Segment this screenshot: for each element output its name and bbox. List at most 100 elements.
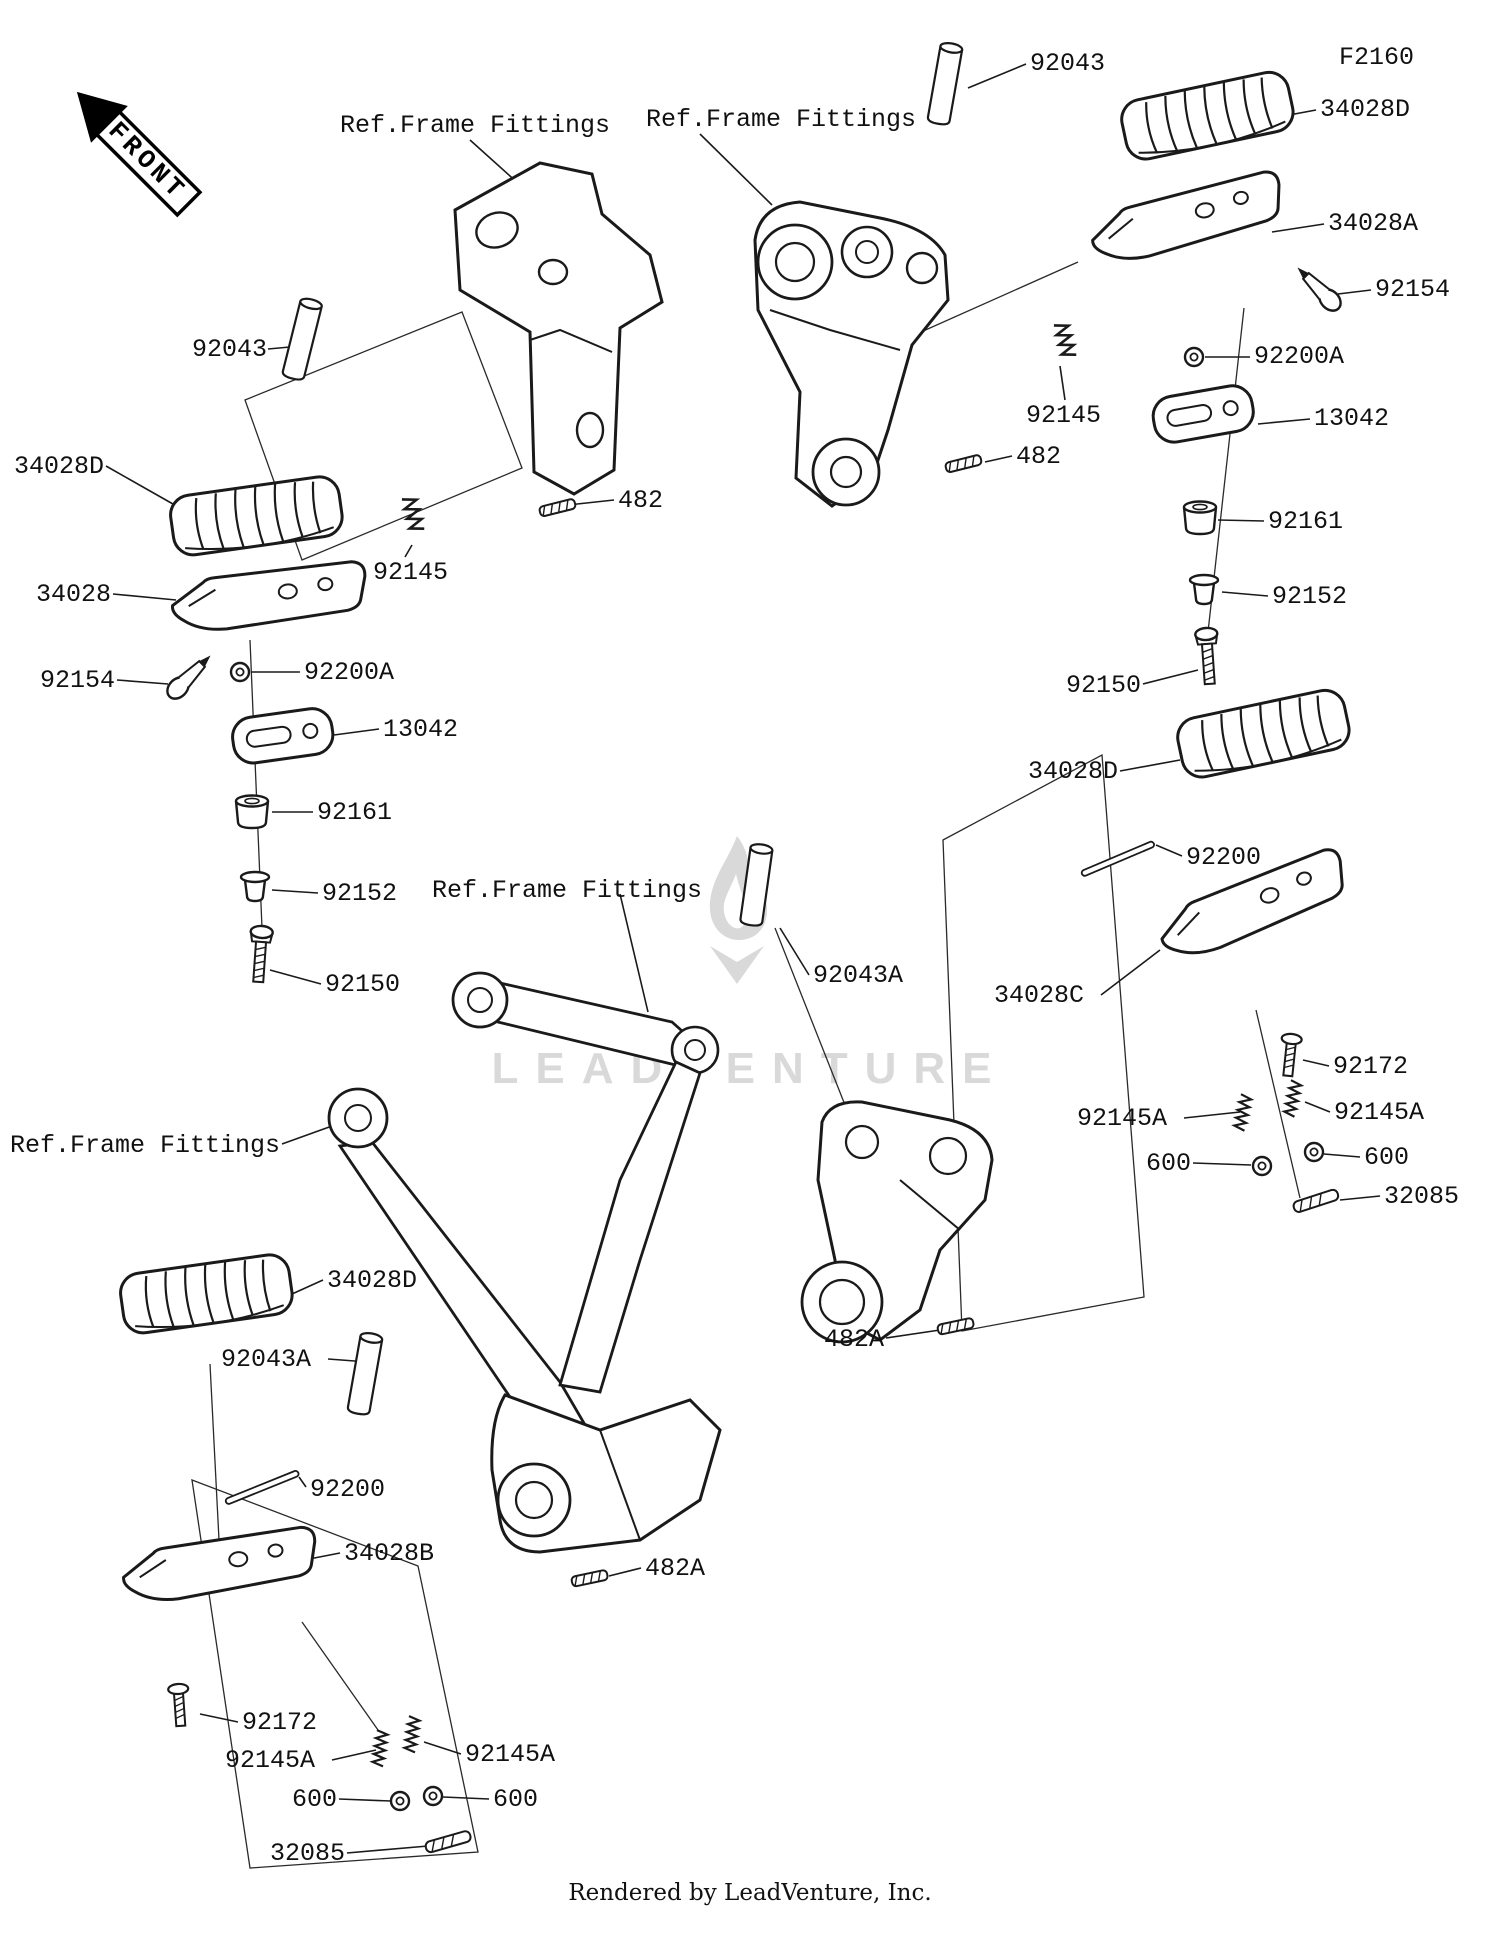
footpeg-rubber-pad-drawing bbox=[116, 1250, 297, 1337]
part-label-32085-lower[interactable]: 32085 bbox=[270, 1839, 346, 1868]
footpeg-pin-drawing bbox=[1291, 1187, 1341, 1215]
footpeg-bracket-drawing bbox=[1084, 167, 1290, 270]
ball-washer-drawing bbox=[422, 1785, 444, 1807]
part-label-34028a[interactable]: 34028A bbox=[1328, 209, 1419, 238]
part-label-34028b[interactable]: 34028B bbox=[344, 1539, 435, 1568]
ball-washer-drawing bbox=[1251, 1155, 1273, 1177]
part-label-92145a-mid[interactable]: 92145A bbox=[1077, 1104, 1168, 1133]
guide-lines bbox=[191, 261, 1301, 1869]
bracket-plate-drawing bbox=[1148, 381, 1258, 447]
mount-bolt-drawing bbox=[246, 924, 275, 984]
leadventure-watermark: LEADVENTURE bbox=[491, 1044, 1009, 1093]
ref-frame-fittings-label-1: Ref.Frame Fittings bbox=[340, 111, 611, 140]
part-label-92154-right[interactable]: 92154 bbox=[1375, 275, 1451, 304]
part-label-92154-left[interactable]: 92154 bbox=[40, 666, 116, 695]
frame-fitting-top-left-drawing bbox=[453, 161, 664, 496]
part-label-34028c[interactable]: 34028C bbox=[994, 981, 1085, 1010]
ref-frame-fittings-label-2: Ref.Frame Fittings bbox=[646, 105, 917, 134]
part-label-92145-right[interactable]: 92145 bbox=[1026, 401, 1102, 430]
part-label-600-right[interactable]: 600 bbox=[1364, 1143, 1410, 1172]
part-label-92200a-right[interactable]: 92200A bbox=[1254, 342, 1345, 371]
footpeg-rubber-pad-drawing bbox=[166, 472, 347, 559]
footpeg-rubber-pad-drawing bbox=[1172, 685, 1355, 783]
rear-right-footpeg-assembly bbox=[1079, 685, 1356, 1215]
bracket-plate-drawing bbox=[228, 704, 337, 768]
detent-spring-drawing bbox=[1282, 1079, 1303, 1118]
part-label-34028d-topright[interactable]: 34028D bbox=[1320, 95, 1411, 124]
part-label-482a-center[interactable]: 482A bbox=[824, 1325, 885, 1354]
part-label-92145a-right[interactable]: 92145A bbox=[1334, 1098, 1425, 1127]
shoulder-bolt-drawing bbox=[1289, 259, 1347, 317]
footpeg-bracket-drawing bbox=[118, 1524, 322, 1607]
ref-frame-fittings-label-4: Ref.Frame Fittings bbox=[10, 1131, 281, 1160]
part-label-92145-left[interactable]: 92145 bbox=[373, 558, 449, 587]
ball-washer-drawing bbox=[389, 1790, 411, 1812]
damper-grommet-drawing bbox=[1182, 500, 1218, 536]
washer-drawing bbox=[1183, 346, 1205, 368]
part-label-482-right[interactable]: 482 bbox=[1016, 442, 1062, 471]
screw-drawing bbox=[1276, 1031, 1304, 1078]
damper-grommet-drawing bbox=[234, 794, 270, 830]
detent-spring-drawing bbox=[371, 1729, 389, 1768]
part-label-92043a-center[interactable]: 92043A bbox=[813, 961, 904, 990]
pivot-pin-drawing bbox=[346, 1330, 385, 1417]
ball-washer-drawing bbox=[1303, 1141, 1325, 1163]
part-label-92200-right[interactable]: 92200 bbox=[1186, 843, 1262, 872]
part-label-34028d-left[interactable]: 34028D bbox=[14, 452, 105, 481]
part-label-92172-lower[interactable]: 92172 bbox=[242, 1708, 318, 1737]
footpeg-pin-drawing bbox=[423, 1829, 473, 1855]
frame-fitting-top-center-drawing bbox=[753, 200, 950, 508]
part-label-34028d-mid[interactable]: 34028D bbox=[1028, 757, 1119, 786]
pivot-pin-drawing bbox=[926, 40, 965, 127]
part-label-92161-left[interactable]: 92161 bbox=[317, 798, 393, 827]
part-label-92043a-lower[interactable]: 92043A bbox=[221, 1345, 312, 1374]
part-label-13042-left[interactable]: 13042 bbox=[383, 715, 459, 744]
part-label-600-lower-left[interactable]: 600 bbox=[292, 1785, 338, 1814]
rear-left-footpeg-assembly bbox=[116, 841, 994, 1855]
collar-drawing bbox=[239, 870, 271, 903]
washer-drawing bbox=[229, 661, 251, 683]
frame-fitting-rear-arms-drawing bbox=[327, 971, 722, 1554]
part-label-32085-right[interactable]: 32085 bbox=[1384, 1182, 1460, 1211]
pivot-pin-drawing bbox=[280, 295, 324, 383]
long-pin-drawing bbox=[223, 1469, 301, 1506]
mount-bolt-drawing bbox=[1193, 626, 1222, 686]
frame-fitting-rear-center-drawing bbox=[800, 1100, 994, 1344]
front-direction-arrow bbox=[76, 91, 203, 218]
front-right-footpeg-assembly bbox=[753, 40, 1347, 686]
return-spring-drawing bbox=[1052, 320, 1078, 360]
part-label-92150-left[interactable]: 92150 bbox=[325, 970, 401, 999]
part-label-482-left[interactable]: 482 bbox=[618, 486, 664, 515]
long-pin-drawing bbox=[1079, 839, 1156, 878]
part-label-482a-lower[interactable]: 482A bbox=[645, 1554, 706, 1583]
part-label-34028d-lower[interactable]: 34028D bbox=[327, 1266, 418, 1295]
part-label-92200a-left[interactable]: 92200A bbox=[304, 658, 395, 687]
part-label-600-lower-right[interactable]: 600 bbox=[493, 1785, 539, 1814]
ref-frame-fittings-label-3: Ref.Frame Fittings bbox=[432, 876, 703, 905]
part-label-34028[interactable]: 34028 bbox=[36, 580, 112, 609]
footpeg-bracket-drawing bbox=[168, 559, 371, 635]
part-label-92145a-lower-left[interactable]: 92145A bbox=[225, 1746, 316, 1775]
part-label-92043-top[interactable]: 92043 bbox=[1030, 49, 1106, 78]
spring-pin-drawing bbox=[569, 1568, 610, 1588]
collar-drawing bbox=[1188, 573, 1220, 606]
spring-pin-drawing bbox=[935, 1316, 976, 1336]
screw-drawing bbox=[166, 1682, 192, 1728]
part-label-92150-right[interactable]: 92150 bbox=[1066, 671, 1142, 700]
part-label-92200-lower[interactable]: 92200 bbox=[310, 1475, 386, 1504]
part-label-92161-right[interactable]: 92161 bbox=[1268, 507, 1344, 536]
shoulder-bolt-drawing bbox=[161, 647, 219, 705]
part-label-92152-left[interactable]: 92152 bbox=[322, 879, 398, 908]
part-label-600-mid[interactable]: 600 bbox=[1146, 1149, 1192, 1178]
part-label-92043-left[interactable]: 92043 bbox=[192, 335, 268, 364]
part-label-92172-right[interactable]: 92172 bbox=[1333, 1052, 1409, 1081]
diagram-code: F2160 bbox=[1339, 43, 1415, 72]
leader-lines bbox=[105, 63, 1381, 1854]
part-label-13042-right[interactable]: 13042 bbox=[1314, 404, 1390, 433]
spring-pin-drawing bbox=[537, 497, 578, 518]
part-label-92145a-lower-right[interactable]: 92145A bbox=[465, 1740, 556, 1769]
footer-credit: Rendered by LeadVenture, Inc. bbox=[568, 1880, 932, 1906]
part-label-92152-right[interactable]: 92152 bbox=[1272, 582, 1348, 611]
